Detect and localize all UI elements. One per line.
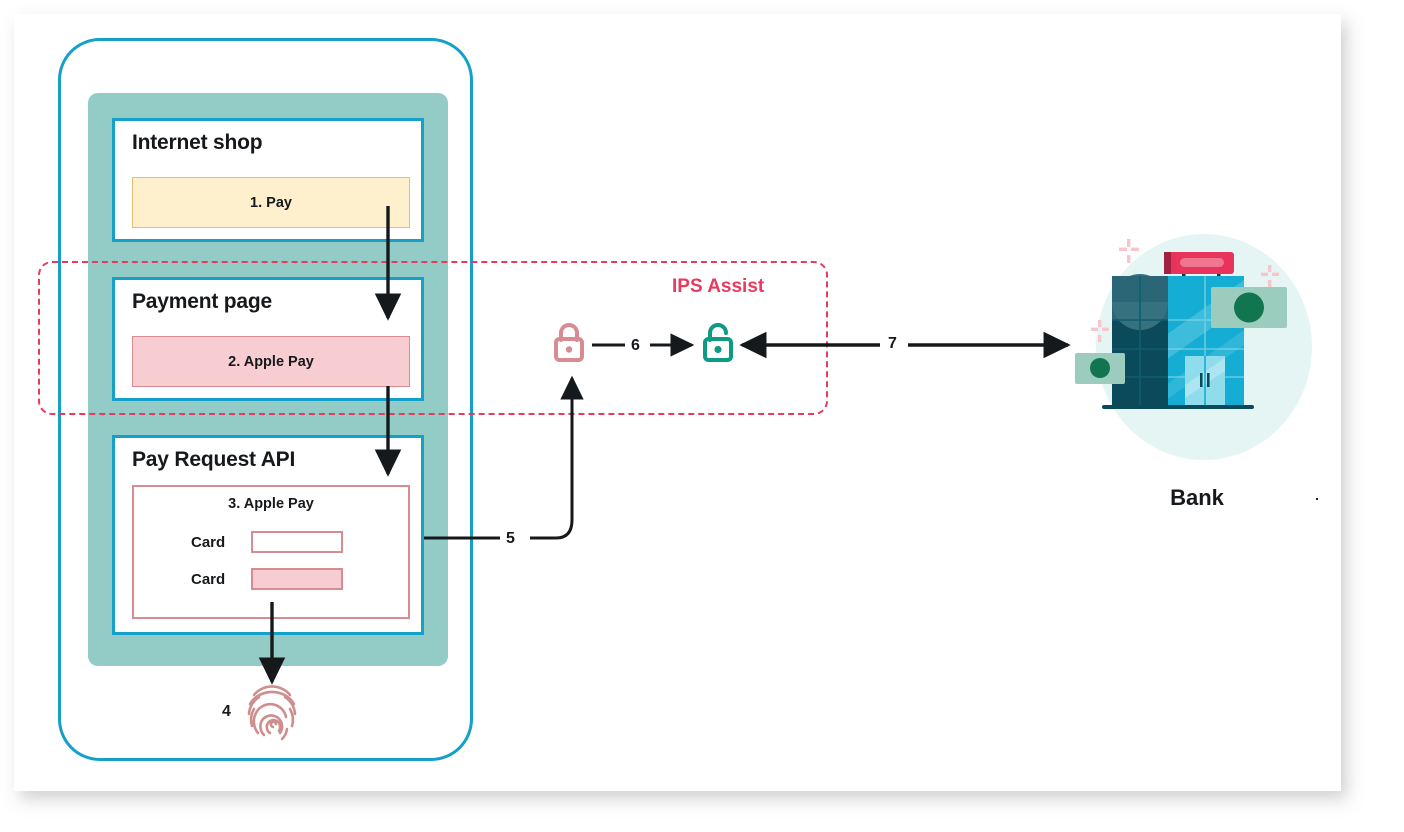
sparkle-icon [1119,239,1139,263]
step-number-4: 4 [222,703,231,720]
screen-internet-shop: Internet shop 1. Pay [112,118,424,242]
screen-pay-request-api: Pay Request API 3. Apple Pay Card Card [112,435,424,635]
step-number-6: 6 [631,337,640,354]
card-label: Card [191,533,226,551]
fingerprint-icon [247,685,297,741]
lock-closed-icon [554,323,584,362]
card-input-empty[interactable] [251,531,343,553]
apple-pay-sheet-heading: 3. Apple Pay [228,496,314,512]
banknote-icon [1211,287,1287,328]
step-number-7: 7 [888,335,897,352]
step-number-5: 5 [506,530,515,547]
stray-dot [1316,498,1318,500]
sparkle-icon [1261,265,1279,287]
button-apple-pay[interactable]: 2. Apple Pay [132,336,410,387]
card-label: Card [191,570,226,588]
lock-open-icon [703,323,733,362]
banknote-icon [1075,353,1125,384]
card-input-selected[interactable] [251,568,343,590]
ips-assist-label: IPS Assist [672,276,765,297]
sparkle-icon [1091,320,1109,342]
bank-illustration [1075,234,1312,460]
screen-title-payment-page: Payment page [132,290,272,313]
screen-title-internet-shop: Internet shop [132,131,263,154]
screen-title-pay-request-api: Pay Request API [132,448,296,471]
button-pay[interactable]: 1. Pay [132,177,410,228]
screen-payment-page: Payment page 2. Apple Pay [112,277,424,401]
card-row: Card [191,531,343,553]
apple-pay-sheet: 3. Apple Pay Card Card [132,485,410,619]
bank-label: Bank [1170,485,1224,510]
card-row: Card [191,568,343,590]
